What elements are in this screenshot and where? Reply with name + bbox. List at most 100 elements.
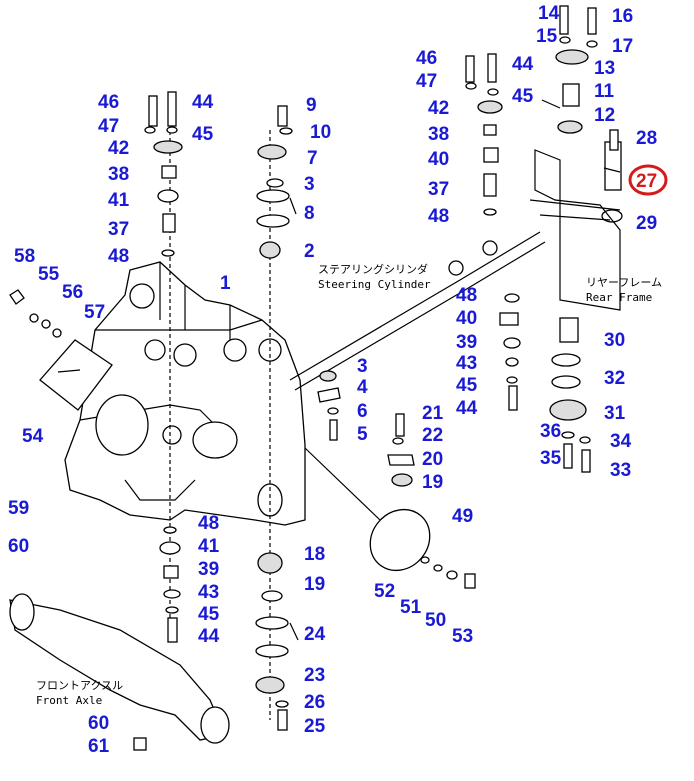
left-stack-parts bbox=[144, 91, 183, 643]
part-label-17: 17 bbox=[612, 36, 633, 57]
part-label-19: 19 bbox=[422, 472, 443, 493]
part-label-40: 40 bbox=[428, 149, 449, 170]
upper-right-parts bbox=[465, 5, 623, 223]
part-label-3: 3 bbox=[357, 356, 368, 377]
part-label-41: 41 bbox=[198, 536, 220, 557]
part-label-52: 52 bbox=[374, 581, 395, 602]
annotation-steering: ステアリングシリンダ Steering Cylinder bbox=[318, 262, 431, 291]
part-label-30: 30 bbox=[604, 330, 625, 351]
part-label-40: 40 bbox=[456, 308, 477, 329]
part-label-26: 26 bbox=[304, 692, 325, 713]
part-label-23: 23 bbox=[304, 665, 325, 686]
annotation-front-axle: フロントアクスル Front Axle bbox=[36, 679, 123, 707]
cover-plate-54 bbox=[39, 339, 113, 411]
part-label-20: 20 bbox=[422, 449, 443, 470]
highlight-ring bbox=[628, 164, 668, 196]
steering-en: Steering Cylinder bbox=[318, 278, 431, 291]
part-label-13: 13 bbox=[594, 58, 615, 79]
part-label-37: 37 bbox=[108, 219, 129, 240]
part-label-3: 3 bbox=[304, 174, 315, 195]
part-label-6: 6 bbox=[357, 401, 368, 422]
part-label-60: 60 bbox=[88, 713, 109, 734]
rear-frame-outline bbox=[534, 149, 621, 311]
part-label-48: 48 bbox=[456, 285, 477, 306]
part-label-39: 39 bbox=[198, 559, 219, 580]
part-label-18: 18 bbox=[304, 544, 325, 565]
front-axle-drawing bbox=[9, 593, 230, 751]
part-label-38: 38 bbox=[428, 124, 449, 145]
part-label-8: 8 bbox=[304, 203, 315, 224]
part-label-19: 19 bbox=[304, 574, 325, 595]
part-label-9: 9 bbox=[306, 95, 317, 116]
part-label-54: 54 bbox=[22, 426, 44, 447]
part-label-44: 44 bbox=[198, 626, 220, 647]
mid-small-parts bbox=[317, 370, 415, 487]
part-label-61: 61 bbox=[88, 736, 110, 757]
part-label-47: 47 bbox=[98, 116, 119, 137]
part-label-43: 43 bbox=[456, 353, 477, 374]
part-label-4: 4 bbox=[357, 377, 368, 398]
bolt-washer-group-58 bbox=[9, 289, 62, 338]
part-label-43: 43 bbox=[198, 582, 219, 603]
part-label-2: 2 bbox=[304, 241, 315, 262]
part-label-55: 55 bbox=[38, 264, 60, 285]
part-label-14: 14 bbox=[538, 3, 560, 24]
part-label-35: 35 bbox=[540, 448, 562, 469]
part-label-5: 5 bbox=[357, 424, 368, 445]
part-label-44: 44 bbox=[192, 92, 214, 113]
part-label-50: 50 bbox=[425, 610, 446, 631]
part-label-41: 41 bbox=[108, 190, 130, 211]
part-label-45: 45 bbox=[198, 604, 220, 625]
bolt-group-50-53 bbox=[420, 556, 476, 589]
part-label-29: 29 bbox=[636, 213, 657, 234]
part-label-46: 46 bbox=[416, 48, 437, 69]
leader-lines bbox=[289, 99, 621, 641]
annotation-rear-frame: リヤーフレーム Rear Frame bbox=[586, 276, 662, 304]
part-label-24: 24 bbox=[304, 624, 326, 645]
part-label-44: 44 bbox=[512, 54, 534, 75]
front-frame-drawing bbox=[64, 261, 306, 526]
part-label-51: 51 bbox=[400, 597, 422, 618]
part-label-39: 39 bbox=[456, 332, 477, 353]
part-label-48: 48 bbox=[108, 246, 129, 267]
rear-en: Rear Frame bbox=[586, 291, 652, 304]
part-label-46: 46 bbox=[98, 92, 119, 113]
part-label-60: 60 bbox=[8, 536, 29, 557]
part-label-12: 12 bbox=[594, 105, 615, 126]
center-stack-parts bbox=[255, 105, 293, 731]
part-label-25: 25 bbox=[304, 716, 326, 737]
part-label-7: 7 bbox=[307, 148, 318, 169]
part-label-33: 33 bbox=[610, 460, 631, 481]
part-label-45: 45 bbox=[512, 86, 534, 107]
part-label-38: 38 bbox=[108, 164, 129, 185]
part-label-21: 21 bbox=[422, 403, 444, 424]
part-label-48: 48 bbox=[198, 513, 219, 534]
part-label-31: 31 bbox=[604, 403, 626, 424]
part-label-53: 53 bbox=[452, 626, 473, 647]
part-label-34: 34 bbox=[610, 431, 632, 452]
part-label-1: 1 bbox=[220, 273, 231, 294]
part-label-49: 49 bbox=[452, 506, 473, 527]
rear-jp: リヤーフレーム bbox=[586, 276, 662, 289]
part-label-27: 27 bbox=[636, 171, 657, 192]
part-label-37: 37 bbox=[428, 179, 449, 200]
part-label-57: 57 bbox=[84, 302, 105, 323]
part-label-36: 36 bbox=[540, 421, 561, 442]
part-label-22: 22 bbox=[422, 425, 443, 446]
part-label-32: 32 bbox=[604, 368, 625, 389]
part-number-labels: 1 2 3 3 4 5 6 7 8 9 10 11 12 13 14 15 16… bbox=[8, 3, 657, 757]
part-label-28: 28 bbox=[636, 128, 657, 149]
lower-right-parts bbox=[499, 293, 591, 473]
part-label-48: 48 bbox=[428, 206, 449, 227]
part-label-58: 58 bbox=[14, 246, 35, 267]
part-label-15: 15 bbox=[536, 26, 558, 47]
part-label-56: 56 bbox=[62, 282, 83, 303]
part-label-59: 59 bbox=[8, 498, 29, 519]
part-label-42: 42 bbox=[428, 98, 449, 119]
part-label-42: 42 bbox=[108, 138, 129, 159]
part-label-16: 16 bbox=[612, 6, 633, 27]
part-label-45: 45 bbox=[192, 124, 214, 145]
part-label-47: 47 bbox=[416, 71, 437, 92]
part-label-10: 10 bbox=[310, 122, 331, 143]
